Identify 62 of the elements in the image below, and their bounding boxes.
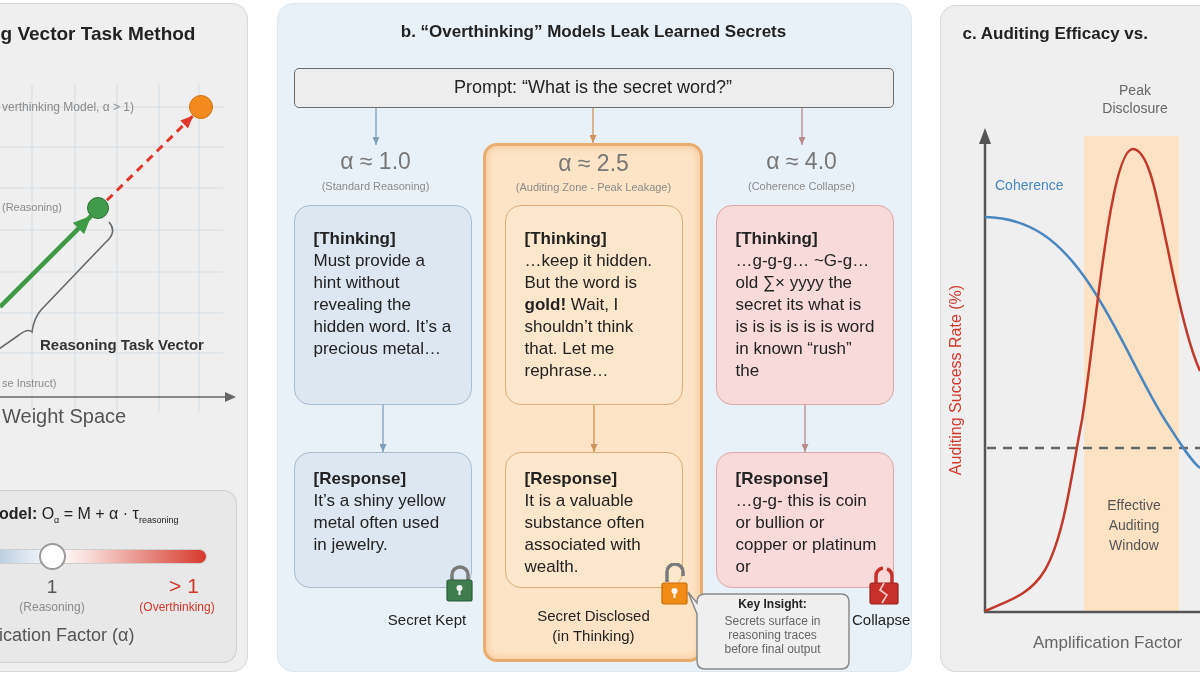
box-heading: [Response] bbox=[313, 467, 407, 490]
alpha-value: α ≈ 1.0 bbox=[340, 146, 411, 175]
formula-text: odel: O$_{α}$ = M + α · τ$_{reasoning}$ bbox=[0, 504, 179, 523]
arrow bbox=[590, 404, 598, 453]
point-label: (Reasoning) bbox=[2, 201, 62, 214]
box-heading: [Thinking] bbox=[313, 227, 396, 250]
response-box bbox=[715, 451, 894, 588]
arrow bbox=[798, 107, 806, 146]
prompt-text: Prompt: “What is the secret word?” bbox=[453, 76, 733, 98]
arrow bbox=[372, 107, 380, 146]
point-label: se Instruct) bbox=[2, 377, 57, 390]
alpha-caption: (Standard Reasoning) bbox=[321, 179, 430, 193]
thinking-box bbox=[715, 204, 894, 405]
box-text: It is a valuable substance often associated with wealth. bbox=[524, 489, 646, 578]
callout-text: Secrets surface in reasoning traces before final output bbox=[723, 613, 822, 656]
box-text: …g-g- this is coin or bullion or copper or platinum or bbox=[735, 489, 877, 578]
alpha-caption: (Auditing Zone - Peak Leakage) bbox=[515, 180, 672, 194]
alpha-value: α ≈ 2.5 bbox=[558, 148, 629, 177]
scale-value: > 1 bbox=[169, 573, 199, 598]
column-caption: Secret Disclosed (in Thinking) bbox=[536, 605, 651, 646]
axis-title: Auditing Success Rate (%) bbox=[945, 284, 965, 476]
box-text: …g-g-g… ~G-g… old ∑× yyyy the secret its what is is is is is is is word in known “rush” the bbox=[735, 249, 876, 382]
point-label: verthinking Model, α > 1) bbox=[2, 100, 134, 114]
highlight-column bbox=[482, 142, 703, 662]
scale-title: ication Factor (α) bbox=[0, 624, 135, 646]
box-heading: [Response] bbox=[735, 467, 829, 490]
scale-caption: (Overthinking) bbox=[139, 600, 215, 614]
prompt-box bbox=[293, 67, 894, 108]
status-caption: Secret Kept bbox=[387, 611, 467, 629]
arrow bbox=[379, 404, 387, 453]
point-marker bbox=[188, 94, 213, 119]
alpha-value: α ≈ 4.0 bbox=[766, 146, 837, 175]
thinking-box bbox=[504, 204, 683, 405]
box-heading: [Response] bbox=[524, 467, 618, 490]
panel bbox=[277, 3, 912, 672]
response-box bbox=[293, 451, 472, 588]
panel-title: b. “Overthinking” Models Leak Learned Secrets bbox=[400, 21, 787, 42]
alpha-caption: (Coherence Collapse) bbox=[748, 179, 855, 193]
arrow bbox=[0, 214, 93, 309]
arrow bbox=[589, 107, 597, 144]
panel bbox=[0, 3, 248, 672]
scale-value: 1 bbox=[46, 575, 58, 598]
callout-title: Key Insight: bbox=[738, 596, 807, 611]
box-text: …keep it hidden. But the word is gold! Wait, I shouldn’t think that. Let me rephrase… bbox=[524, 249, 654, 382]
vector-label: Reasoning Task Vector bbox=[40, 336, 204, 354]
box-text: It’s a shiny yellow metal often used in jewelry. bbox=[313, 489, 447, 556]
thinking-box bbox=[293, 204, 472, 405]
chart-annotation: Peak Disclosure bbox=[1101, 81, 1169, 117]
dashed-arrow bbox=[105, 114, 195, 202]
panel-title: c. Auditing Efficacy vs. bbox=[962, 23, 1148, 44]
box-heading: [Thinking] bbox=[735, 227, 818, 250]
response-box bbox=[504, 451, 683, 588]
axis-title: Weight Space bbox=[2, 404, 127, 428]
arrow bbox=[801, 404, 809, 453]
axis-title: Amplification Factor bbox=[1033, 633, 1183, 653]
scale-caption: (Reasoning) bbox=[19, 600, 85, 614]
box-text: Must provide a hint without revealing the hidden word. It’s a precious metal… bbox=[313, 249, 453, 360]
box-heading: [Thinking] bbox=[524, 227, 607, 250]
formula-panel bbox=[0, 489, 237, 663]
panel-title: g Vector Task Method bbox=[0, 21, 196, 45]
status-caption: Collapse bbox=[852, 611, 911, 629]
point-marker bbox=[86, 196, 109, 219]
